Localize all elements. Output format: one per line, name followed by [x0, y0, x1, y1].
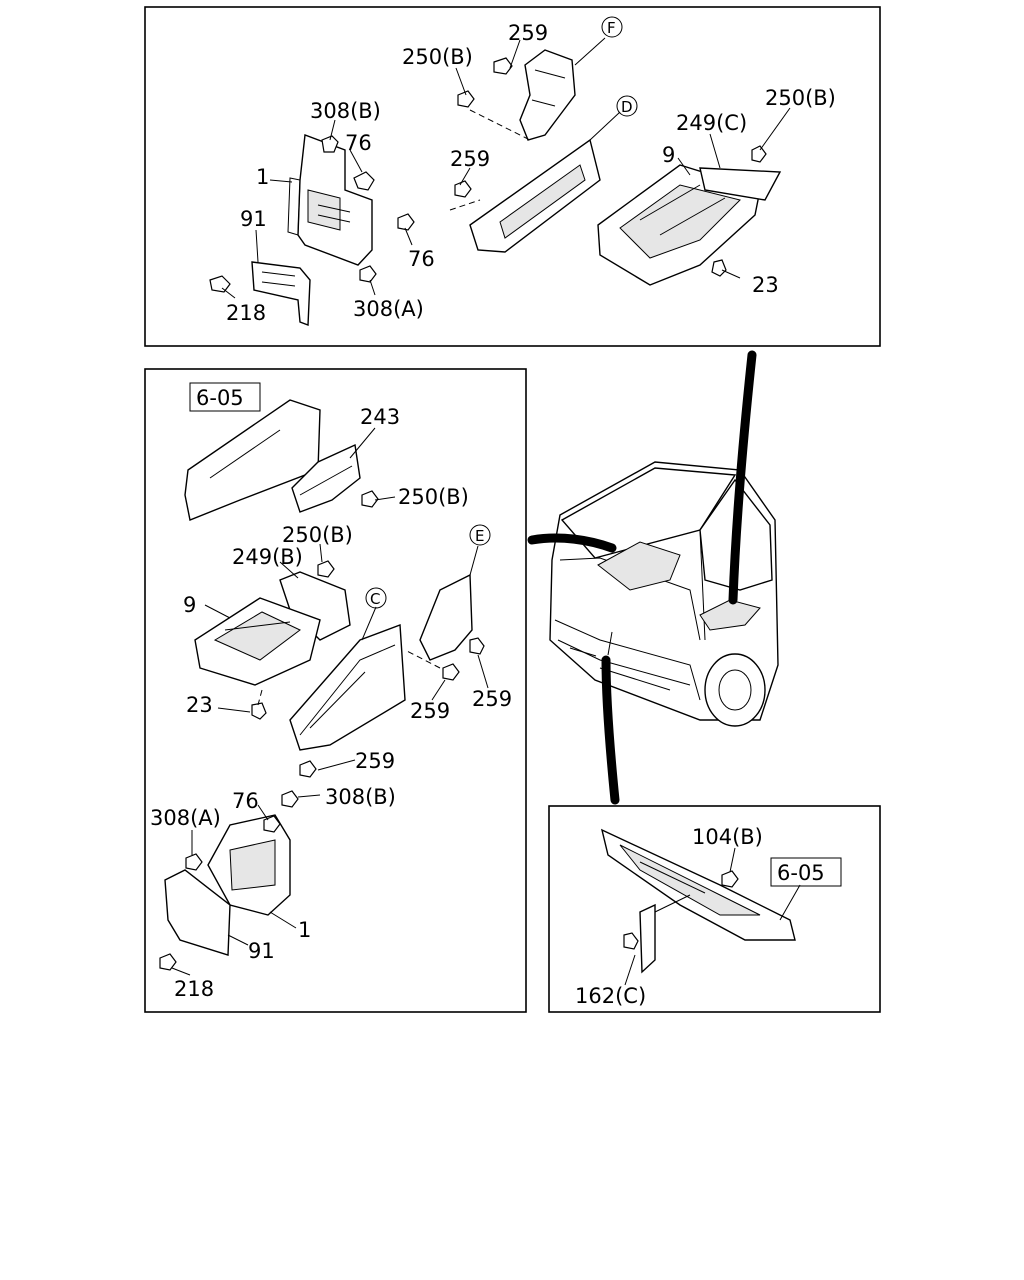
callout-250b: 250(B): [402, 45, 473, 69]
bracket-162c: [639, 903, 656, 974]
callout-308b: 308(B): [310, 99, 381, 123]
panel-d: [469, 138, 601, 253]
callout-76-lower: 76: [408, 247, 435, 271]
callout-1: 1: [298, 918, 311, 942]
callout-259-c: 259: [355, 749, 395, 773]
plate-249c: [699, 167, 782, 201]
callout-1: 1: [256, 165, 269, 189]
callout-23: 23: [752, 273, 779, 297]
panel-c: [289, 624, 406, 751]
callout-d: D: [621, 98, 633, 116]
callout-250b-right: 250(B): [765, 86, 836, 110]
callout-e-circle: [469, 524, 491, 546]
callout-c-circle: [365, 587, 387, 609]
plate-91-left: [164, 869, 231, 956]
callout-308a: 308(A): [150, 806, 221, 830]
callout-249b: 249(B): [232, 545, 303, 569]
truck-cab-illustration: [549, 461, 779, 727]
callout-104b: 104(B): [692, 825, 763, 849]
ref-box-label-right: 6-05: [777, 861, 825, 885]
cross-member-ghost: [184, 399, 321, 521]
callout-f: F: [607, 19, 616, 37]
callout-259-a: 259: [410, 699, 450, 723]
callout-91: 91: [240, 207, 267, 231]
callout-strokes: [527, 350, 757, 805]
floor-cover-9-left: [194, 597, 321, 686]
callout-243: 243: [360, 405, 400, 429]
leader-lines-left: [171, 427, 489, 976]
bracket-243: [291, 443, 361, 513]
callout-249c: 249(C): [676, 111, 747, 135]
bolt-icon: [209, 57, 767, 293]
bracket-1-left: [207, 814, 291, 916]
plate-part-91: [251, 261, 311, 326]
callout-9: 9: [183, 593, 196, 617]
callout-250b-upper: 250(B): [282, 523, 353, 547]
ref-box-6-05-right: [770, 857, 842, 887]
callout-259: 259: [508, 21, 548, 45]
callout-c: C: [370, 590, 380, 608]
callout-250b: 250(B): [398, 485, 469, 509]
callout-9: 9: [662, 143, 675, 167]
callout-d-circle: [616, 95, 638, 117]
leader-lines-right: [624, 847, 801, 986]
callout-23: 23: [186, 693, 213, 717]
callout-91: 91: [248, 939, 275, 963]
callout-76: 76: [345, 131, 372, 155]
callout-308a: 308(A): [353, 297, 424, 321]
floor-cover-9: [597, 164, 761, 286]
callout-218: 218: [226, 301, 266, 325]
bracket-part-1: [287, 134, 373, 266]
callout-259-mid: 259: [450, 147, 490, 171]
bracket-e: [419, 573, 473, 661]
callout-308b: 308(B): [325, 785, 396, 809]
callout-f-circle: [601, 16, 623, 38]
callout-259-b: 259: [472, 687, 512, 711]
bolt-icon: [159, 490, 485, 971]
cross-member-6-05: [600, 828, 796, 941]
bracket-f: [519, 49, 576, 141]
ref-box-6-05: [189, 382, 261, 412]
callout-162c: 162(C): [575, 984, 646, 1008]
callout-e: E: [475, 527, 484, 545]
ref-box-label: 6-05: [196, 386, 244, 410]
callout-76: 76: [232, 789, 259, 813]
callout-218: 218: [174, 977, 214, 1001]
leader-lines-top: [221, 37, 791, 299]
